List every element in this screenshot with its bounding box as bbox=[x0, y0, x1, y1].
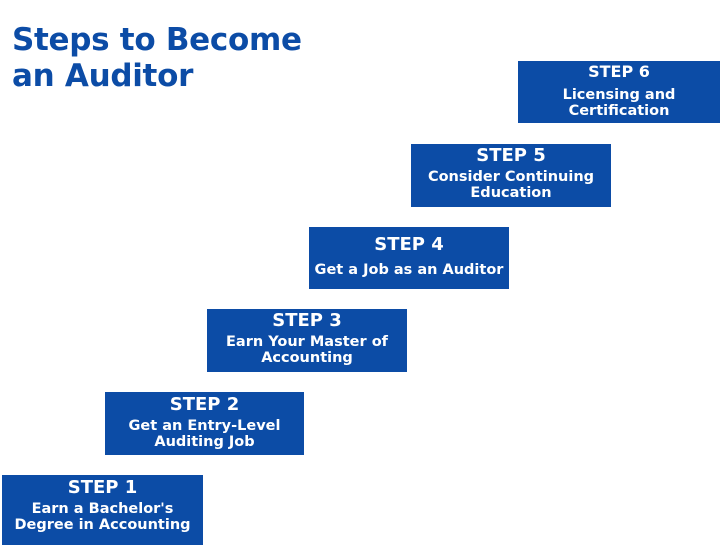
step-4-description-line-1: Get a Job as an Auditor bbox=[314, 262, 504, 278]
step-5-description-line-1: Consider Continuing bbox=[427, 169, 595, 185]
step-2-label: STEP 2 bbox=[169, 394, 240, 415]
step-6-label: STEP 6 bbox=[588, 62, 650, 81]
page-title-line-2: an Auditor bbox=[12, 58, 194, 94]
step-6-description-line-2: Certification bbox=[568, 103, 670, 119]
step-4-label: STEP 4 bbox=[374, 234, 444, 255]
step-3-description-line-1: Earn Your Master of bbox=[226, 334, 388, 350]
page-title: Steps to Become an Auditor bbox=[12, 22, 302, 94]
step-3-label: STEP 3 bbox=[272, 310, 342, 331]
step-5-label: STEP 5 bbox=[476, 145, 546, 166]
step-5-description: Consider Continuing Education bbox=[411, 169, 611, 201]
step-1-box: STEP 1 Earn a Bachelor's Degree in Accou… bbox=[2, 475, 203, 545]
step-2-box: STEP 2 Get an Entry-Level Auditing Job bbox=[105, 392, 304, 455]
step-1-description-line-1: Earn a Bachelor's bbox=[31, 501, 174, 517]
step-1-label: STEP 1 bbox=[67, 477, 138, 498]
step-2-description: Get an Entry-Level Auditing Job bbox=[105, 418, 304, 450]
step-3-description: Earn Your Master of Accounting bbox=[207, 334, 407, 366]
step-6-description-line-1: Licensing and bbox=[562, 87, 676, 103]
step-5-box: STEP 5 Consider Continuing Education bbox=[411, 144, 611, 207]
step-2-description-line-1: Get an Entry-Level bbox=[128, 418, 281, 434]
step-2-description-line-2: Auditing Job bbox=[154, 434, 255, 450]
step-1-description: Earn a Bachelor's Degree in Accounting bbox=[2, 501, 203, 533]
step-5-description-line-2: Education bbox=[470, 185, 552, 201]
step-6-description: Licensing and Certification bbox=[518, 87, 720, 119]
page-title-line-1: Steps to Become bbox=[12, 22, 302, 58]
step-4-box: STEP 4 Get a Job as an Auditor bbox=[309, 227, 509, 289]
step-3-box: STEP 3 Earn Your Master of Accounting bbox=[207, 309, 407, 372]
step-4-description: Get a Job as an Auditor bbox=[309, 262, 509, 278]
step-6-box: STEP 6 Licensing and Certification bbox=[518, 61, 720, 123]
step-1-description-line-2: Degree in Accounting bbox=[14, 517, 191, 533]
step-3-description-line-2: Accounting bbox=[261, 350, 353, 366]
